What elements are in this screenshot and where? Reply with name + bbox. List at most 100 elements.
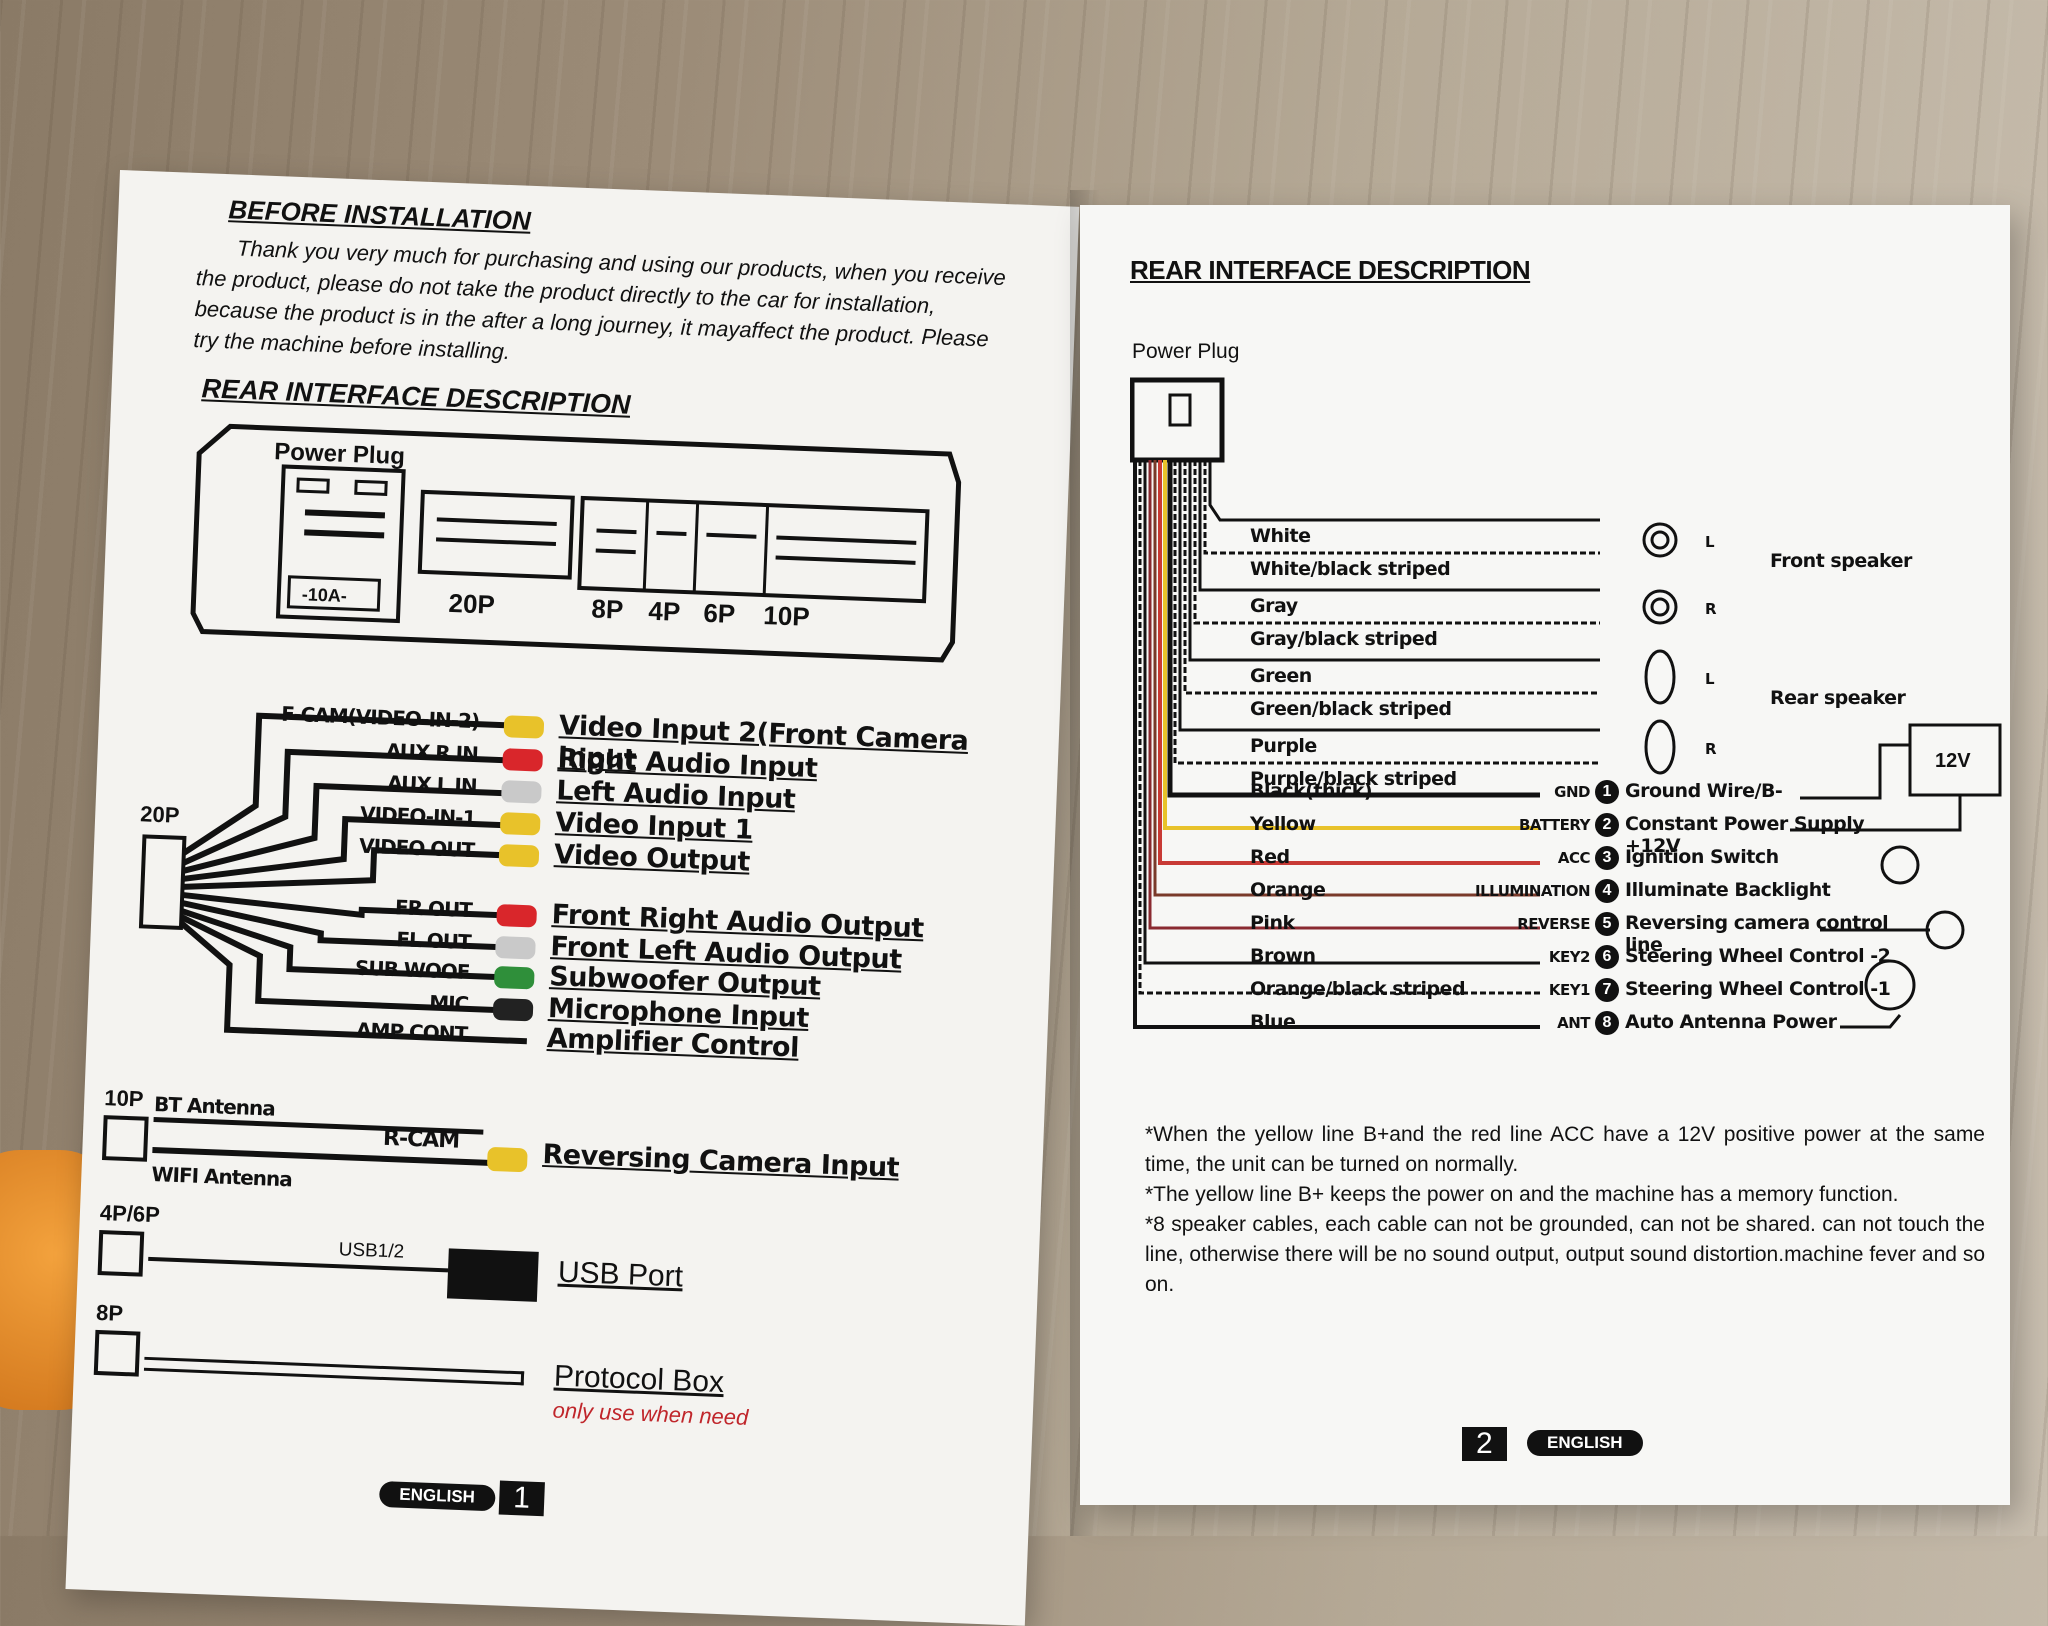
power-wire-rows: Black(thick) GND 1 Ground Wire/B- Yellow… bbox=[1250, 780, 1910, 1080]
pw-7-tag: KEY1 bbox=[1548, 981, 1591, 999]
before-installation-text: Thank you very much for purchasing and u… bbox=[193, 231, 1017, 386]
rca-plug-red-1 bbox=[502, 748, 544, 772]
left-page: BEFORE INSTALLATION Thank you very much … bbox=[65, 170, 1080, 1626]
speaker-mark-1: L bbox=[1705, 533, 1715, 551]
connector-6p: 6P bbox=[702, 597, 736, 629]
pw-2-wire: Yellow bbox=[1250, 813, 1316, 835]
row-2-tag: AUX R IN bbox=[385, 738, 479, 767]
wire-white-black: White/black striped bbox=[1250, 558, 1451, 580]
pw-1-tag: GND bbox=[1554, 783, 1590, 801]
rca-plug-white-2 bbox=[495, 935, 536, 960]
pw-8-wire: Blue bbox=[1250, 1011, 1296, 1033]
left-footer-lang: ENGLISH bbox=[378, 1480, 496, 1512]
battery-label: 12V bbox=[1935, 750, 1971, 772]
rca-plug-yellow-1 bbox=[503, 715, 545, 739]
pw-1-wire: Black(thick) bbox=[1250, 780, 1373, 802]
connector-8p: 8P bbox=[590, 593, 624, 625]
speaker-mark-2: R bbox=[1705, 600, 1717, 618]
connector-8p-icon bbox=[93, 1329, 141, 1377]
wire-purple-black: Purple/black striped bbox=[1250, 768, 1457, 790]
pw-2-tag: BATTERY bbox=[1518, 816, 1591, 834]
usb-tag: USB1/2 bbox=[338, 1239, 405, 1263]
rear-speaker-label: Rear speaker bbox=[1770, 687, 1906, 709]
pw-2-num: 2 bbox=[1595, 813, 1619, 837]
wiring-diagram bbox=[1130, 377, 2002, 1029]
row-5-label: Video Output bbox=[553, 839, 751, 878]
row-3-tag: AUX L IN bbox=[386, 770, 478, 799]
harness-20p-rows: F-CAM(VIDEO-IN-2) Video Input 2(Front Ca… bbox=[245, 696, 1019, 1115]
harness-20p-wires bbox=[138, 712, 540, 1045]
connector-20p: 20P bbox=[448, 587, 496, 620]
row-6-tag: FR OUT bbox=[394, 895, 473, 923]
pw-3-tag: ACC bbox=[1557, 849, 1591, 867]
protocol-note: only use when need bbox=[552, 1397, 749, 1431]
rcam-rca-plug bbox=[486, 1146, 528, 1173]
harness-46p-label: 4P/6P bbox=[99, 1200, 161, 1228]
pw-1-num: 1 bbox=[1595, 780, 1619, 804]
wire-green-black: Green/black striped bbox=[1250, 698, 1452, 720]
pw-3-wire: Red bbox=[1250, 846, 1290, 868]
pw-6-func: Steering Wheel Control -2 bbox=[1625, 945, 1891, 967]
bt-antenna-label: BT Antenna bbox=[153, 1092, 276, 1121]
wire-green: Green bbox=[1250, 665, 1312, 687]
pw-6-num: 6 bbox=[1595, 945, 1619, 969]
pw-4-wire: Orange bbox=[1250, 879, 1326, 901]
row-7-tag: FL OUT bbox=[395, 927, 472, 955]
pw-7-num: 7 bbox=[1595, 978, 1619, 1002]
row-4-tag: VIDEO-IN-1 bbox=[359, 801, 476, 831]
protocol-label: Protocol Box bbox=[553, 1359, 725, 1400]
front-speaker-label: Front speaker bbox=[1770, 550, 1912, 572]
speaker-mark-3: L bbox=[1705, 670, 1715, 688]
before-installation-title: BEFORE INSTALLATION bbox=[227, 194, 532, 236]
pw-5-wire: Pink bbox=[1250, 912, 1295, 934]
left-page-number: 1 bbox=[498, 1480, 545, 1517]
protocol-wire bbox=[143, 1356, 525, 1386]
connector-46p-icon bbox=[97, 1229, 145, 1277]
pw-8-func: Auto Antenna Power bbox=[1625, 1011, 1837, 1033]
wire-white: White bbox=[1250, 525, 1311, 547]
rcam-label: Reversing Camera Input bbox=[541, 1138, 900, 1184]
usb-label: USB Port bbox=[557, 1255, 684, 1294]
note-1: *When the yellow line B+and the red line… bbox=[1145, 1123, 1985, 1176]
pw-6-tag: KEY2 bbox=[1548, 948, 1591, 966]
row-10-tag: AMP CONT bbox=[355, 1017, 468, 1046]
pw-4-func: Illuminate Backlight bbox=[1625, 879, 1831, 901]
pw-1-func: Ground Wire/B- bbox=[1625, 780, 1783, 802]
power-plug-label-left: Power Plug bbox=[273, 438, 406, 471]
pw-7-func: Steering Wheel Control -1 bbox=[1625, 978, 1891, 1000]
pw-7-wire: Orange/black striped bbox=[1250, 978, 1466, 1000]
wire-gray-black: Gray/black striped bbox=[1250, 628, 1438, 650]
usb-plug-icon bbox=[446, 1248, 539, 1302]
rca-plug-yellow-3 bbox=[498, 844, 540, 868]
connector-4p: 4P bbox=[647, 595, 681, 627]
pw-5-num: 5 bbox=[1595, 912, 1619, 936]
pw-6-wire: Brown bbox=[1250, 945, 1316, 967]
speaker-mark-4: R bbox=[1705, 740, 1717, 758]
rear-interface-title-right: REAR INTERFACE DESCRIPTION bbox=[1130, 255, 1531, 285]
wifi-antenna-label: WIFI Antenna bbox=[151, 1161, 293, 1192]
row-8-tag: SUB WOOF bbox=[354, 955, 470, 984]
pw-5-tag: REVERSE bbox=[1517, 915, 1590, 933]
right-page-number: 2 bbox=[1462, 1427, 1507, 1461]
row-9-tag: MIC bbox=[428, 990, 469, 1016]
pw-3-num: 3 bbox=[1595, 846, 1619, 870]
pw-5-func: Reversing camera control line bbox=[1625, 912, 1889, 956]
row-1-tag: F-CAM(VIDEO-IN-2) bbox=[280, 701, 480, 734]
rca-plug-white-1 bbox=[501, 780, 542, 804]
note-3: *8 speaker cables, each cable can not be… bbox=[1145, 1213, 1985, 1296]
connector-10p-icon bbox=[101, 1115, 149, 1162]
mic-plug bbox=[492, 997, 534, 1022]
rca-plug-yellow-2 bbox=[499, 812, 541, 836]
right-footer-lang: ENGLISH bbox=[1527, 1430, 1643, 1456]
pw-4-tag: ILLUMINATION bbox=[1475, 882, 1590, 900]
wire-gray: Gray bbox=[1250, 595, 1298, 617]
connector-10p: 10P bbox=[762, 600, 811, 632]
pw-2-func: Constant Power Supply +12V bbox=[1625, 813, 1865, 857]
pw-3-func: Ignition Switch bbox=[1625, 846, 1779, 868]
rcam-tag: R-CAM bbox=[382, 1125, 460, 1154]
connector-panel bbox=[190, 423, 962, 663]
rca-plug-green bbox=[493, 965, 535, 990]
power-plug-label-right: Power Plug bbox=[1132, 340, 1240, 363]
note-2: *The yellow line B+ keeps the power on a… bbox=[1145, 1183, 1899, 1206]
